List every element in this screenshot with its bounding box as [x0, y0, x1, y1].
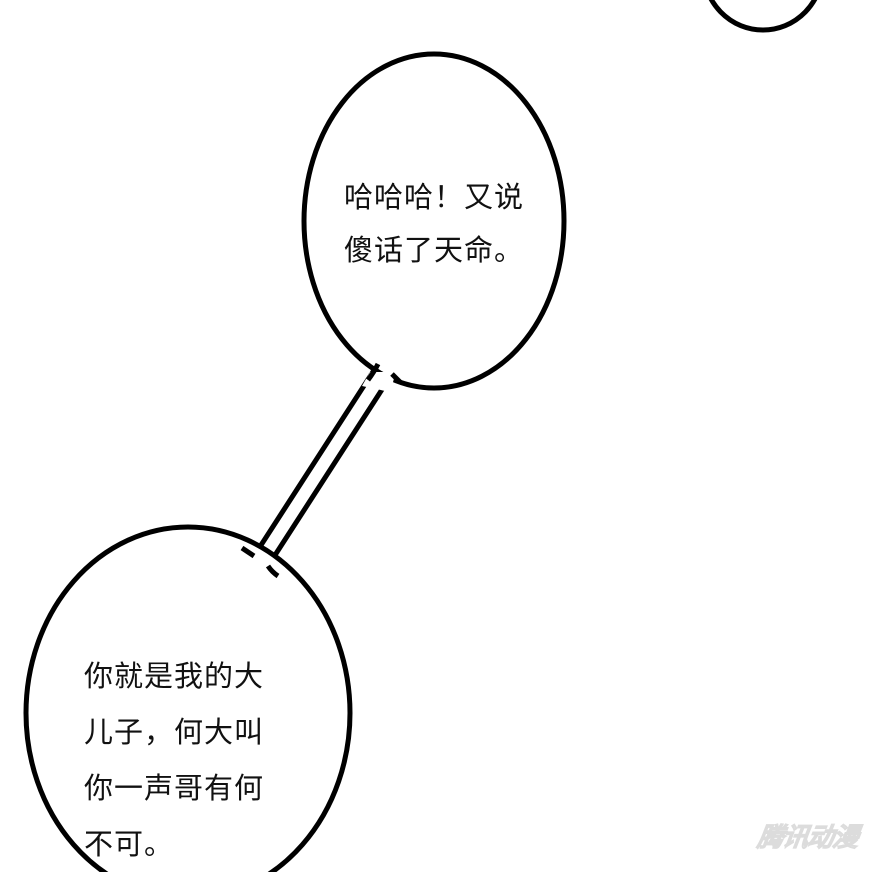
dialogue-line: 你就是我的大: [84, 659, 265, 693]
dialogue-line: 傻话了天命。: [344, 233, 525, 267]
watermark-logo: 腾讯动漫: [755, 823, 860, 854]
dialogue-line: 不可。: [84, 827, 175, 861]
upper-bubble-dialogue: 哈哈哈！又说 傻话了天命。: [344, 171, 524, 277]
dialogue-line: 儿子，何大叫: [84, 715, 265, 749]
partial-speech-bubble: [708, 0, 818, 33]
dialogue-line: 你一声哥有何: [84, 771, 265, 805]
dialogue-line: 哈哈哈！又说: [344, 180, 525, 214]
bubble-connector: [251, 362, 395, 568]
upper-speech-bubble: [301, 51, 567, 391]
lower-bubble-dialogue: 你就是我的大 儿子，何大叫 你一声哥有何 不可。: [84, 648, 264, 872]
lower-speech-bubble: [23, 524, 353, 872]
